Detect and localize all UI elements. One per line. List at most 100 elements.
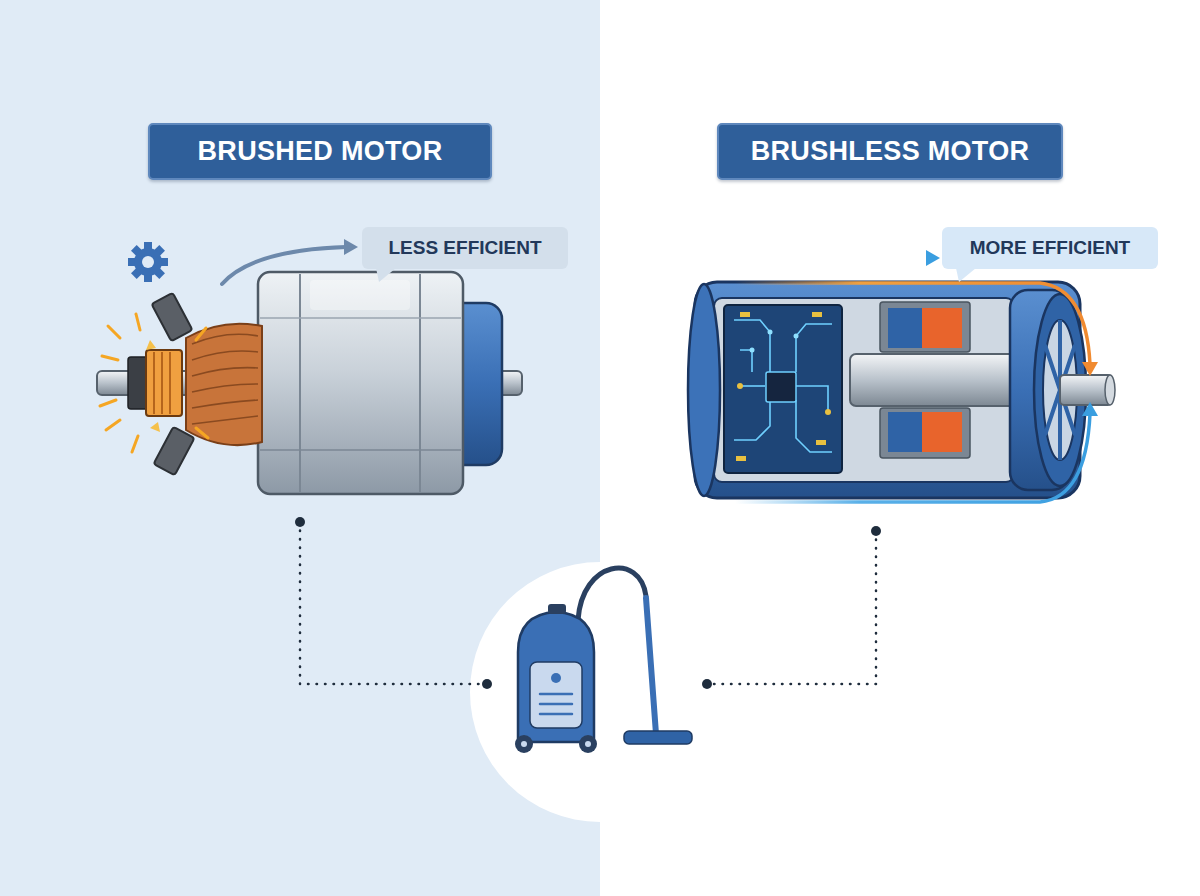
- brushed-motor-part: [150, 422, 160, 432]
- title-box: BRUSHLESS MOTOR: [717, 123, 1063, 180]
- gear-icon-part: [142, 256, 154, 268]
- vacuum-cleaner: [515, 568, 692, 753]
- vacuum-cleaner-part: [540, 694, 572, 714]
- brushed-motor-part-part: [132, 436, 138, 452]
- label-text: BRUSHLESS MOTOR: [751, 136, 1030, 167]
- bubble-tail: [376, 268, 396, 282]
- brushless-motor-part: [888, 412, 922, 452]
- brushed-motor-part-part: [106, 420, 120, 430]
- label-text: MORE EFFICIENT: [970, 237, 1130, 259]
- brushed-motor-part: [154, 352, 170, 414]
- vacuum-cleaner-part: [548, 604, 566, 614]
- leader-dot-part: [871, 526, 881, 536]
- brushless-motor-part: [724, 305, 842, 473]
- title-box: BRUSHED MOTOR: [148, 123, 492, 180]
- brushless-motor-part: [880, 302, 970, 352]
- brushless-motor-part: [850, 354, 1025, 406]
- brushless-motor-part: [1105, 375, 1115, 405]
- efficiency-arrow: [222, 239, 358, 284]
- brushless-motor-part: [695, 282, 1080, 498]
- vacuum-cleaner-part: [646, 598, 656, 734]
- vacuum-cleaner-part: [551, 673, 561, 683]
- brushed-motor-part: [419, 274, 421, 492]
- brushed-motor-part: [260, 317, 461, 319]
- brushless-motor-part-part: [812, 312, 822, 317]
- brushed-motor: [97, 272, 522, 494]
- flow-arrows-part: [1082, 402, 1098, 416]
- brushed-motor-part: [154, 427, 195, 475]
- brushed-motor-part: [186, 324, 262, 445]
- label-text: LESS EFFICIENT: [388, 237, 541, 259]
- brushed-motor-part: [100, 314, 208, 452]
- brushless-motor-part-part: [734, 400, 770, 440]
- brushless-motor-part-part: [794, 334, 799, 339]
- brushed-motor-part-part: [102, 356, 118, 360]
- brushless-motor-part: [1060, 375, 1112, 405]
- brushless-motor-part-part: [740, 350, 752, 372]
- brushless-motor-part-part: [736, 456, 746, 461]
- bubble-tail: [956, 268, 976, 282]
- vacuum-cleaner-part: [579, 735, 597, 753]
- brushless-motor-part-part: [816, 440, 826, 445]
- brushless-motor: [688, 282, 1115, 498]
- brushless-motor-part: [880, 408, 970, 458]
- brushless-motor-part-part: [825, 409, 831, 415]
- callout-bubble: MORE EFFICIENT: [942, 227, 1158, 269]
- vacuum-cleaner-part: [585, 741, 591, 747]
- dotted-leader-part: [707, 531, 876, 684]
- bubble-tail: [956, 268, 976, 282]
- brushed-motor-part-part: [196, 328, 206, 340]
- dotted-leader-part: [300, 522, 487, 684]
- flow-arrows-part: [926, 250, 940, 266]
- brushed-motor-part: [192, 334, 258, 424]
- brushless-motor-part: [922, 308, 962, 348]
- label-text: BRUSHED MOTOR: [198, 136, 443, 167]
- brushless-motor-part-part: [737, 383, 743, 389]
- brushed-motor-part: [299, 274, 301, 492]
- vacuum-cleaner-part: [578, 568, 646, 620]
- leader-dot-part: [482, 679, 492, 689]
- flow-arrows-part: [735, 414, 1090, 502]
- brushed-motor-part: [152, 293, 193, 341]
- brushless-motor-part-part: [768, 330, 773, 335]
- brushless-motor-part: [922, 412, 962, 452]
- brushless-motor-part: [688, 284, 720, 496]
- brushless-motor-part: [766, 372, 796, 402]
- brushless-motor-part: [734, 320, 832, 452]
- gear-icon-part: [128, 242, 168, 282]
- brushless-motor-part-part: [734, 320, 770, 372]
- brushless-motor-part-part: [750, 348, 755, 353]
- background-part: [470, 562, 730, 822]
- brushed-motor-part-part: [108, 326, 120, 338]
- brushless-motor-part: [888, 308, 922, 348]
- callout-bubble: LESS EFFICIENT: [362, 227, 568, 269]
- bubble-tail: [376, 268, 396, 282]
- leader-dot-part: [702, 679, 712, 689]
- flow-arrows: [730, 250, 1098, 502]
- brushless-motor-part-part: [740, 385, 765, 387]
- flow-arrows-part: [730, 256, 928, 260]
- flow-arrows-part: [735, 283, 1090, 364]
- vacuum-cleaner-part: [515, 735, 533, 753]
- brushless-motor-part-part: [796, 400, 832, 452]
- gear-icon-part-part: [134, 248, 162, 276]
- vacuum-cleaner-part: [518, 612, 594, 742]
- brushless-motor-part-part: [796, 324, 832, 372]
- vacuum-cleaner-part: [624, 731, 692, 744]
- brushless-motor-part-part: [740, 312, 750, 317]
- brushed-motor-part-part: [136, 314, 140, 330]
- leader-dot-part: [295, 517, 305, 527]
- efficiency-arrow-part: [222, 247, 346, 284]
- brushed-motor-part: [310, 280, 410, 310]
- vacuum-cleaner-part: [530, 662, 582, 728]
- brushed-motor-part: [146, 340, 156, 350]
- brushed-motor-part-part: [100, 400, 116, 406]
- brushless-motor-part-part: [794, 386, 828, 410]
- brushless-motor-part: [750, 330, 799, 353]
- brushed-motor-part: [146, 350, 182, 416]
- flow-arrows-part: [1082, 362, 1098, 376]
- gear-icon: [128, 242, 168, 282]
